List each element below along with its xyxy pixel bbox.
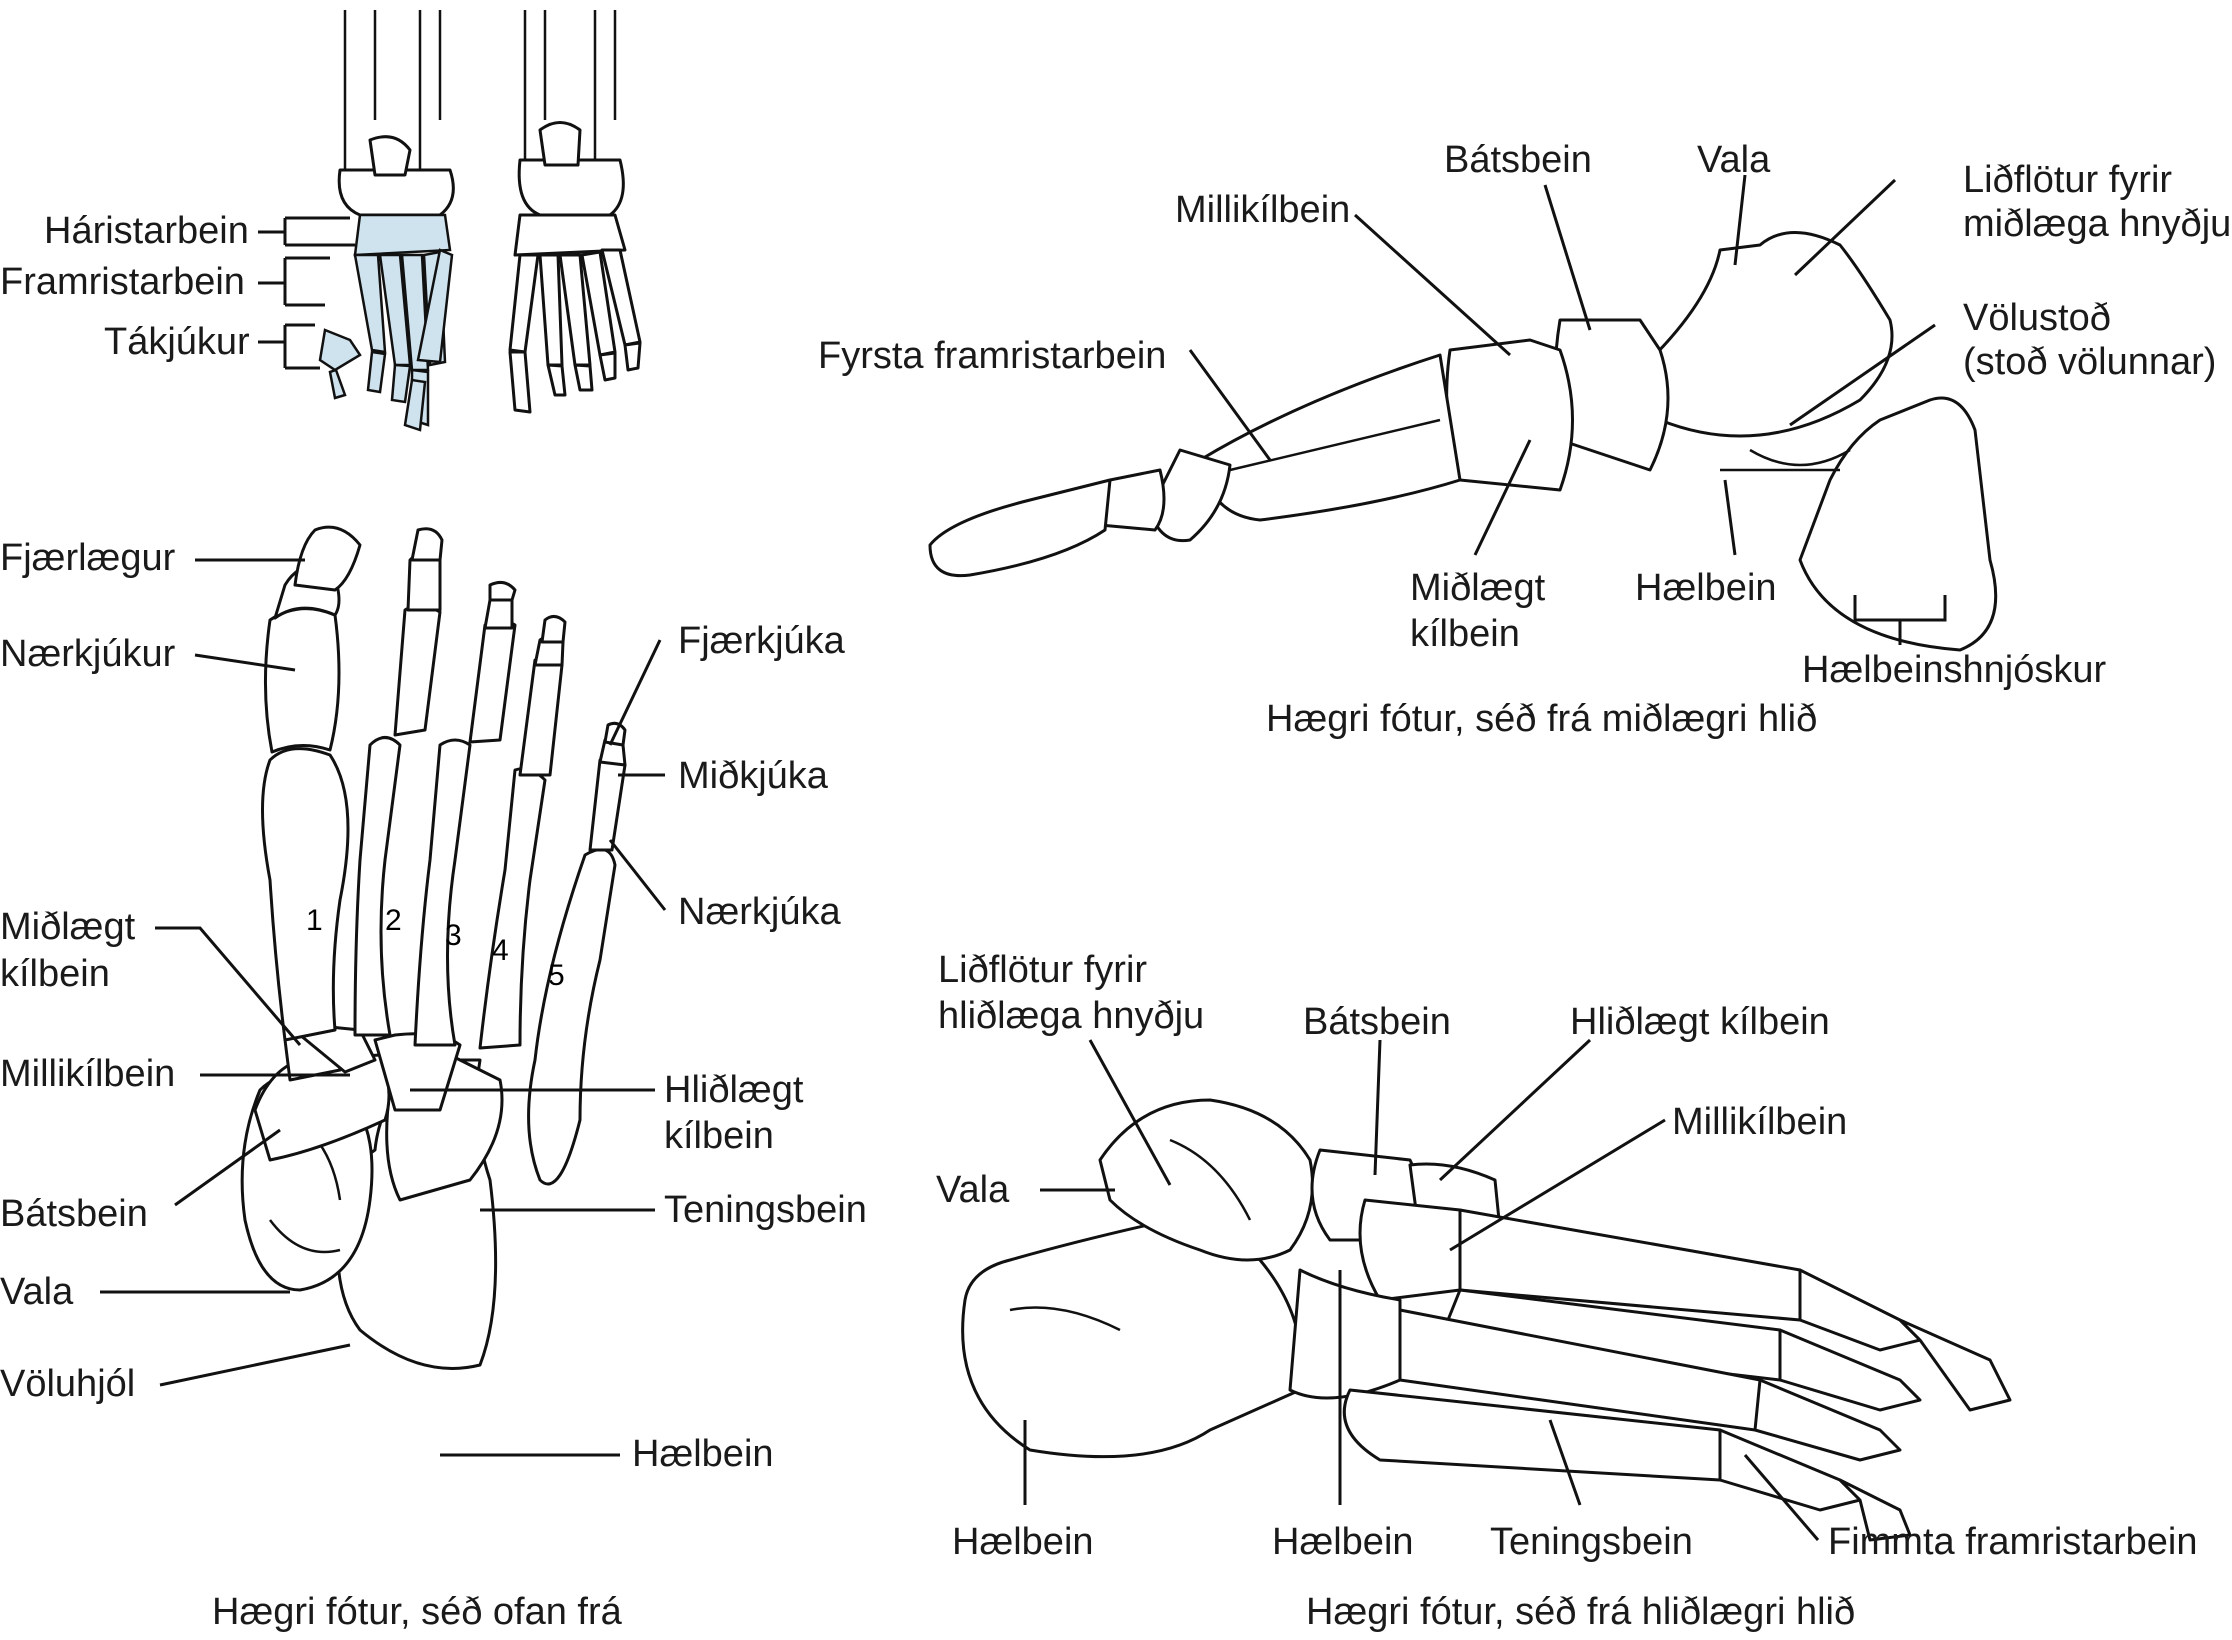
top-view-leaders <box>100 558 667 1457</box>
label-medial-volustod-1: Völustoð <box>1963 297 2111 339</box>
digit-number-4: 4 <box>492 934 509 967</box>
label-hlidlaegt-kilbein-1: Hliðlægt <box>664 1069 804 1111</box>
label-millikilbein: Millikílbein <box>0 1053 176 1095</box>
label-framristarbein: Framristarbein <box>0 261 245 303</box>
label-medial-haelbein: Hælbein <box>1635 567 1777 609</box>
overview-skeleton-right <box>508 10 642 414</box>
label-medial-millikilbein: Millikílbein <box>1175 189 1351 231</box>
label-lateral-lidflotur-2: hliðlæga hnyðju <box>938 995 1205 1037</box>
label-lateral-haelbein-a: Hælbein <box>952 1521 1094 1563</box>
label-medial-midlaegt-kilbein-2: kílbein <box>1410 613 1520 655</box>
label-naerkjukur: Nærkjúkur <box>0 633 176 675</box>
digit-number-1: 1 <box>306 904 323 937</box>
label-lateral-fimmta-framristarbein: Fimmta framristarbein <box>1828 1521 2198 1563</box>
label-takjukur: Tákjúkur <box>104 321 250 363</box>
medial-view-leaders <box>1188 174 1947 645</box>
label-midlaegt-kilbein-1: Miðlægt <box>0 906 136 948</box>
label-lateral-hlidlaegt-kilbein: Hliðlægt kílbein <box>1570 1001 1830 1043</box>
label-medial-vala: Vala <box>1697 139 1771 181</box>
label-lateral-vala: Vala <box>936 1169 1010 1211</box>
caption-lateral-view: Hægri fótur, séð frá hliðlægri hlið <box>1306 1591 1856 1633</box>
label-hlidlaegt-kilbein-2: kílbein <box>664 1115 774 1157</box>
label-medial-batsbein: Bátsbein <box>1444 139 1592 181</box>
label-medial-fyrsta-framristarbein: Fyrsta framristarbein <box>818 335 1167 377</box>
top-view-foot: 1 2 3 4 5 <box>240 525 627 1370</box>
label-lateral-batsbein: Bátsbein <box>1303 1001 1451 1043</box>
label-batsbein: Bátsbein <box>0 1193 148 1235</box>
overview-leaders <box>258 216 355 370</box>
lateral-view-foot <box>961 1098 2012 1542</box>
caption-top-view: Hægri fótur, séð ofan frá <box>212 1591 622 1633</box>
label-teningsbein: Teningsbein <box>664 1189 867 1231</box>
label-haristarbein: Háristarbein <box>44 210 249 252</box>
label-medial-lidflotur-2: miðlæga hnyðju <box>1963 203 2232 245</box>
overview-skeleton-left <box>318 10 455 432</box>
label-medial-midlaegt-kilbein-1: Miðlægt <box>1410 567 1546 609</box>
label-lateral-millikilbein: Millikílbein <box>1672 1101 1848 1143</box>
label-medial-lidflotur-1: Liðflötur fyrir <box>1963 159 2173 201</box>
label-vala: Vala <box>0 1271 74 1313</box>
label-voluhjol: Völuhjól <box>0 1363 136 1405</box>
digit-number-2: 2 <box>385 904 402 937</box>
lateral-view-leaders <box>1023 1038 1820 1541</box>
label-lateral-teningsbein: Teningsbein <box>1490 1521 1693 1563</box>
label-midkjuka: Miðkjúka <box>678 755 828 797</box>
label-fjaerlaegur: Fjærlægur <box>0 537 176 579</box>
label-haelbein-top: Hælbein <box>632 1433 774 1475</box>
label-midlaegt-kilbein-2: kílbein <box>0 953 110 995</box>
label-fjaerkjuka: Fjærkjúka <box>678 620 845 662</box>
label-medial-volustod-2: (stoð völunnar) <box>1963 341 2217 383</box>
digit-number-5: 5 <box>548 959 565 992</box>
label-lateral-haelbein-b: Hælbein <box>1272 1521 1414 1563</box>
label-lateral-lidflotur-1: Liðflötur fyrir <box>938 949 1148 991</box>
label-medial-haelbeinshnjoskur: Hælbeinshnjóskur <box>1802 649 2107 691</box>
caption-medial-view: Hægri fótur, séð frá miðlægri hlið <box>1266 698 1818 740</box>
label-naerkjuka: Nærkjúka <box>678 891 841 933</box>
medial-view-foot <box>928 231 1998 652</box>
digit-number-3: 3 <box>445 919 462 952</box>
